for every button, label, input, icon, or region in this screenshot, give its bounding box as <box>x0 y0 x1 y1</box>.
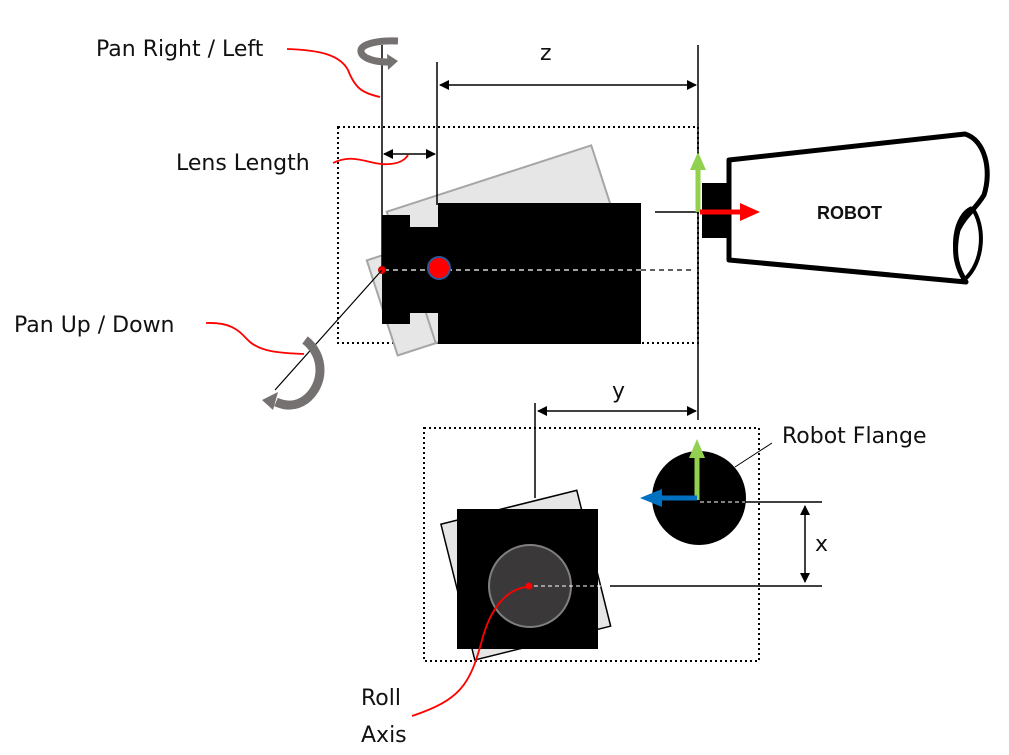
dim-y-label: y <box>612 379 625 404</box>
pan-right-left-callout <box>286 48 381 98</box>
green-axis-arrowhead-front <box>689 439 705 458</box>
front-view-frame <box>423 427 760 662</box>
dim-z-label: z <box>540 41 552 66</box>
robot-label: ROBOT <box>817 203 882 223</box>
lens-length-label: Lens Length <box>176 151 310 176</box>
roll-axis-dot <box>525 582 533 590</box>
roll-axis-callout <box>411 586 527 717</box>
pan-right-left-label: Pan Right / Left <box>96 37 264 62</box>
pan-up-down-rotation-icon <box>262 269 383 410</box>
red-axis-arrowhead <box>740 203 760 221</box>
front-view-group: y x Robot Flange <box>423 379 927 662</box>
flange-axes-side <box>690 152 760 221</box>
dim-x-label: x <box>815 532 828 557</box>
green-axis-arrowhead <box>690 152 706 170</box>
pan-up-down-callout <box>205 322 305 355</box>
pan-up-down-label: Pan Up / Down <box>14 313 175 338</box>
lens-center-dot <box>427 256 451 280</box>
robot-flange-label: Robot Flange <box>782 424 927 449</box>
side-view-group: z <box>337 41 699 420</box>
robot-arm-end-curve <box>953 206 983 284</box>
robot-flange-leader <box>734 442 773 468</box>
roll-axis-label-line2: Axis <box>361 723 407 748</box>
lens-length-callout <box>332 154 409 166</box>
pan-right-left-rotation-icon <box>357 37 399 70</box>
roll-axis-label-line1: Roll <box>361 686 401 711</box>
blue-axis-arrowhead <box>640 489 662 507</box>
